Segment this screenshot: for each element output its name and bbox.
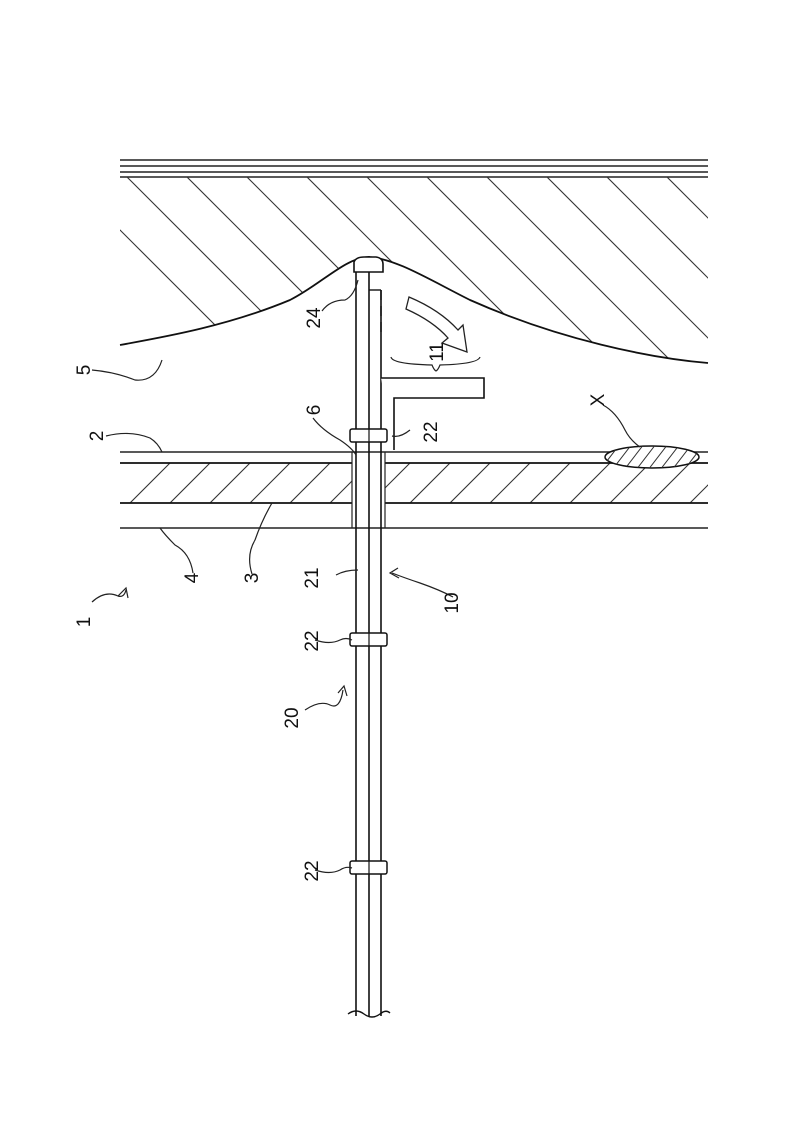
label-ref-3: 3 <box>242 573 263 584</box>
ref-10-arrow-head-icon <box>390 568 399 578</box>
label-ref-24: 24 <box>304 307 325 329</box>
label-ref-11: 11 <box>427 342 448 362</box>
clamp-top <box>350 429 387 442</box>
label-ref-2: 2 <box>87 431 108 442</box>
label-ref-4: 4 <box>182 572 203 583</box>
label-ref-20: 20 <box>282 707 303 728</box>
ground-top-lines <box>120 160 708 177</box>
rock-mass <box>60 170 791 370</box>
object-x <box>600 444 704 470</box>
pipe-cap <box>354 257 383 272</box>
leader-lines <box>92 280 640 873</box>
label-ref-21: 21 <box>302 567 323 588</box>
label-ref-x: X <box>588 393 609 406</box>
label-ref-1: 1 <box>74 617 95 628</box>
label-ref-22-top: 22 <box>421 421 442 442</box>
slab-layer <box>120 463 730 503</box>
dashed-inner-line <box>369 290 381 332</box>
label-ref-22-low: 22 <box>302 860 323 881</box>
label-ref-5: 5 <box>74 365 95 376</box>
label-ref-6: 6 <box>304 405 325 416</box>
label-ref-22-mid: 22 <box>302 630 323 651</box>
clamp-low <box>350 861 387 874</box>
label-ref-10: 10 <box>442 592 463 613</box>
ref-20-arrow-icon <box>305 690 343 710</box>
clamp-middle <box>350 633 387 646</box>
